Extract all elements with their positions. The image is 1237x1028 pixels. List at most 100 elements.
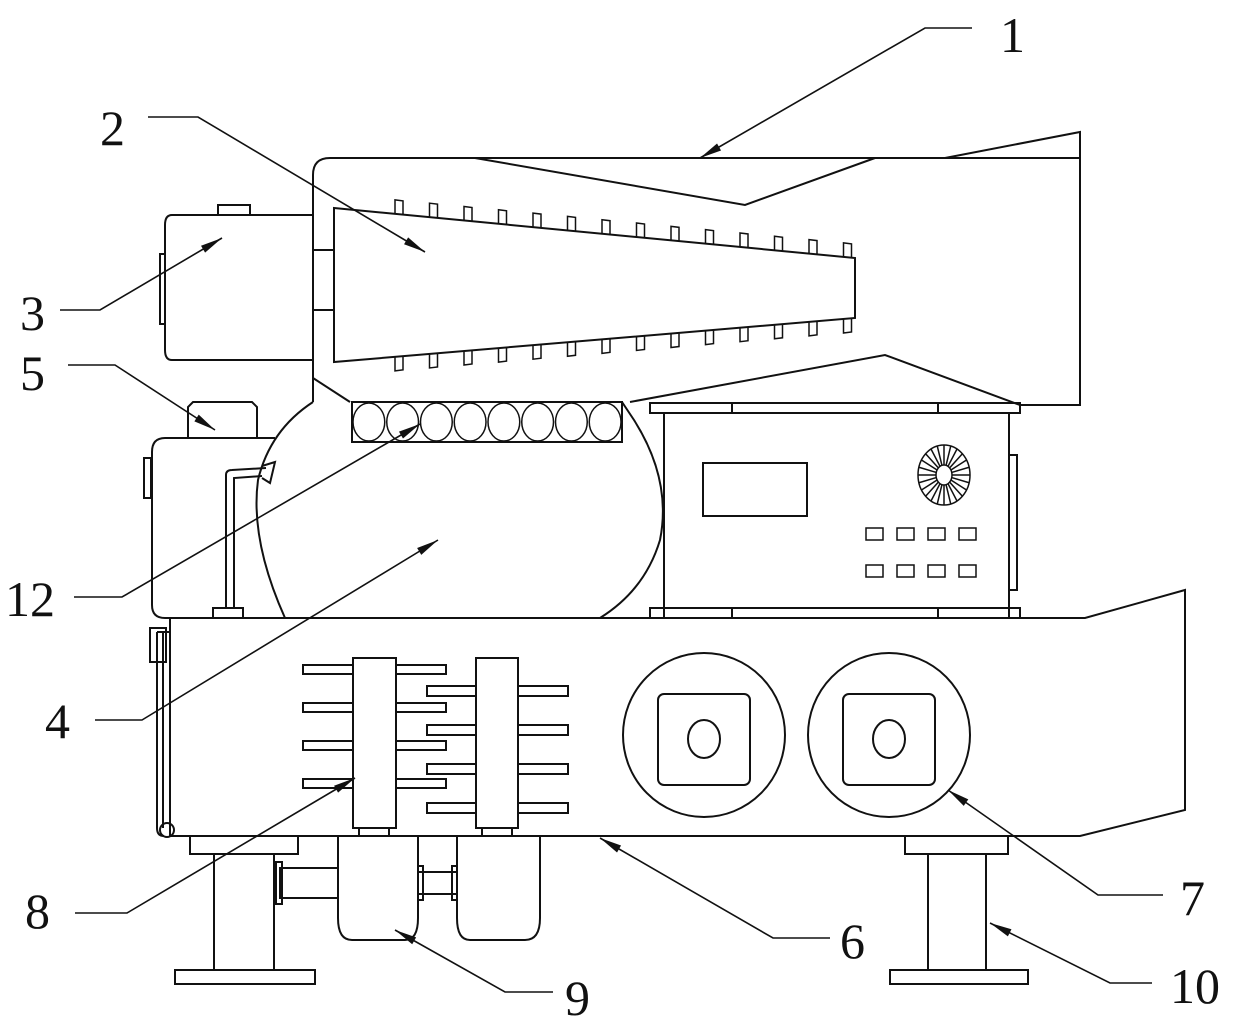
drum-tooth xyxy=(430,353,438,368)
arrowhead-icon xyxy=(600,838,621,852)
arrowhead-icon xyxy=(194,415,215,430)
base-frame xyxy=(150,590,1185,837)
drum-tooth xyxy=(637,223,645,238)
paddle xyxy=(303,665,353,674)
callout-12: 12 xyxy=(5,571,55,627)
drum-tooth xyxy=(395,356,403,371)
leader-line xyxy=(700,28,972,158)
shaft-base xyxy=(482,828,512,836)
wheel-rim xyxy=(623,653,785,817)
control-button xyxy=(959,528,976,540)
wheel-hub-plate xyxy=(658,694,750,785)
callout-2: 2 xyxy=(100,100,125,156)
drum-tooth xyxy=(671,333,679,348)
control-button xyxy=(897,528,914,540)
wheel-hub-plate xyxy=(843,694,935,785)
drum-tooth xyxy=(568,216,576,231)
drum-tooth xyxy=(568,341,576,356)
drum-tooth xyxy=(464,206,472,221)
drum-tooth xyxy=(637,335,645,350)
drum-tooth xyxy=(464,350,472,365)
drum-tooth xyxy=(740,233,748,248)
support-leg xyxy=(175,836,1028,984)
callout-10: 10 xyxy=(1170,958,1220,1014)
leader-line xyxy=(148,117,425,252)
roller xyxy=(556,403,588,441)
drum-tooth xyxy=(499,210,507,225)
callout-labels: 1 2 3 5 12 4 8 6 7 9 10 xyxy=(5,7,1220,1026)
arrowhead-icon xyxy=(990,923,1011,936)
lower-motor xyxy=(276,836,540,940)
paddle xyxy=(518,725,568,735)
control-button xyxy=(866,565,883,577)
wheel-axle xyxy=(873,720,905,758)
arrowhead-icon xyxy=(700,144,721,158)
paddle xyxy=(396,741,446,750)
drum-tooth xyxy=(809,240,817,255)
drum-teeth-lower xyxy=(395,318,852,371)
roller-wheel xyxy=(623,653,970,817)
callout-9: 9 xyxy=(565,970,590,1026)
outer-housing-hood xyxy=(313,132,1080,405)
stirring-shaft xyxy=(303,658,568,836)
leader-line xyxy=(990,923,1152,983)
drum-teeth-upper xyxy=(395,200,852,258)
callout-5: 5 xyxy=(20,345,45,401)
callout-1: 1 xyxy=(1000,7,1025,63)
arrowhead-icon xyxy=(334,778,355,793)
drum-tooth xyxy=(775,324,783,339)
roller xyxy=(454,403,486,441)
roller xyxy=(353,403,385,441)
drum-tooth xyxy=(602,338,610,353)
leader-line xyxy=(948,790,1163,895)
paddle xyxy=(427,725,476,735)
drum-tooth xyxy=(671,226,679,241)
leader-line xyxy=(60,238,222,310)
paddle xyxy=(518,686,568,696)
roller xyxy=(522,403,554,441)
control-button xyxy=(959,565,976,577)
display-screen xyxy=(703,463,807,516)
middle-housing xyxy=(257,402,663,618)
water-tank xyxy=(144,402,275,618)
paddle xyxy=(427,686,476,696)
drum-tooth xyxy=(395,200,403,215)
callout-8: 8 xyxy=(25,883,50,939)
drum-tooth xyxy=(809,321,817,336)
control-button xyxy=(897,565,914,577)
shaft-body xyxy=(353,658,396,828)
callout-4: 4 xyxy=(45,693,70,749)
drum-tooth xyxy=(706,230,714,245)
drum-tooth xyxy=(430,203,438,218)
shaft-base xyxy=(359,828,389,836)
callout-7: 7 xyxy=(1180,870,1205,926)
drive-motor-upper xyxy=(160,205,313,360)
wheel-axle xyxy=(688,720,720,758)
arrowhead-icon xyxy=(201,238,222,253)
arrowhead-icon xyxy=(417,540,438,555)
control-button xyxy=(866,528,883,540)
paddle xyxy=(396,779,446,788)
drum-tooth xyxy=(740,327,748,342)
callout-6: 6 xyxy=(840,913,865,969)
fan-hub xyxy=(936,465,952,485)
leader-line xyxy=(600,838,830,938)
tapered-inner-drum xyxy=(313,200,855,402)
drum-tooth xyxy=(602,220,610,235)
paddle xyxy=(303,703,353,712)
drum-tooth xyxy=(844,318,852,333)
drum-tooth xyxy=(499,347,507,362)
roller-bank xyxy=(352,402,622,442)
paddle xyxy=(518,764,568,774)
control-button xyxy=(928,528,945,540)
control-button xyxy=(928,565,945,577)
wheel-rim xyxy=(808,653,970,817)
paddle xyxy=(396,665,446,674)
drum-tooth xyxy=(533,344,541,359)
roller xyxy=(488,403,520,441)
control-box xyxy=(650,403,1020,618)
callout-3: 3 xyxy=(20,285,45,341)
arrowhead-icon xyxy=(404,237,425,252)
paddle xyxy=(427,803,476,813)
